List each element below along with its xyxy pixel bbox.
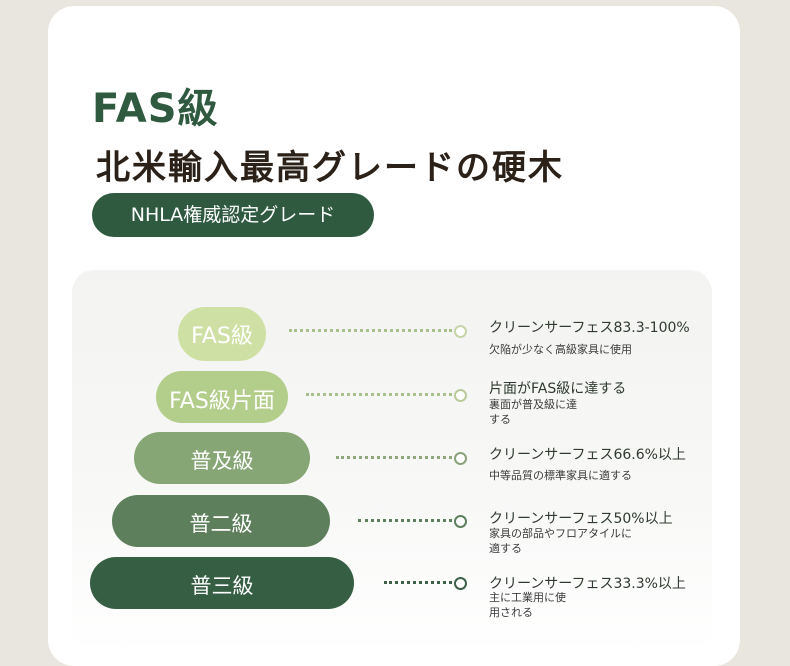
grade-title-second: クリーンサーフェス50%以上: [489, 511, 673, 527]
connector-dots: [306, 393, 452, 396]
grade-desc-fas: 欠陥が少なく高級家具に使用: [489, 343, 632, 356]
grade-title-standard: クリーンサーフェス66.6%以上: [489, 447, 686, 463]
connector-node: [454, 577, 467, 590]
grade-pill-second: 普二級: [112, 495, 330, 547]
grade-title-fas: クリーンサーフェス83.3-100%: [489, 320, 690, 336]
connector-dots: [289, 329, 452, 332]
grade-desc-third: 主に工業用に使 用される: [489, 591, 566, 619]
grade-desc-standard: 中等品質の標準家具に適する: [489, 469, 632, 482]
connector-node: [454, 389, 467, 402]
grade-pill-fas: FAS級: [178, 307, 266, 361]
grade-desc-second: 家具の部品やフロアタイルに 適する: [489, 527, 632, 555]
grade-pill-fas-one-side: FAS級片面: [156, 371, 288, 423]
certification-badge: NHLA権威認定グレード: [92, 193, 374, 237]
connector-dots: [336, 456, 452, 459]
connector-node: [454, 452, 467, 465]
connector-dots: [384, 581, 452, 584]
grade-title-fas-one-side: 片面がFAS級に達する: [489, 381, 627, 397]
grade-title-third: クリーンサーフェス33.3%以上: [489, 576, 686, 592]
page-title: FAS級: [92, 86, 219, 132]
grade-desc-fas-one-side: 裏面が普及級に達 する: [489, 398, 577, 426]
connector-node: [454, 515, 467, 528]
connector-dots: [358, 519, 452, 522]
grade-pill-standard: 普及級: [134, 432, 310, 484]
grade-pill-third: 普三級: [90, 557, 354, 609]
connector-node: [454, 325, 467, 338]
page-subtitle: 北米輸入最高グレードの硬木: [96, 148, 564, 188]
